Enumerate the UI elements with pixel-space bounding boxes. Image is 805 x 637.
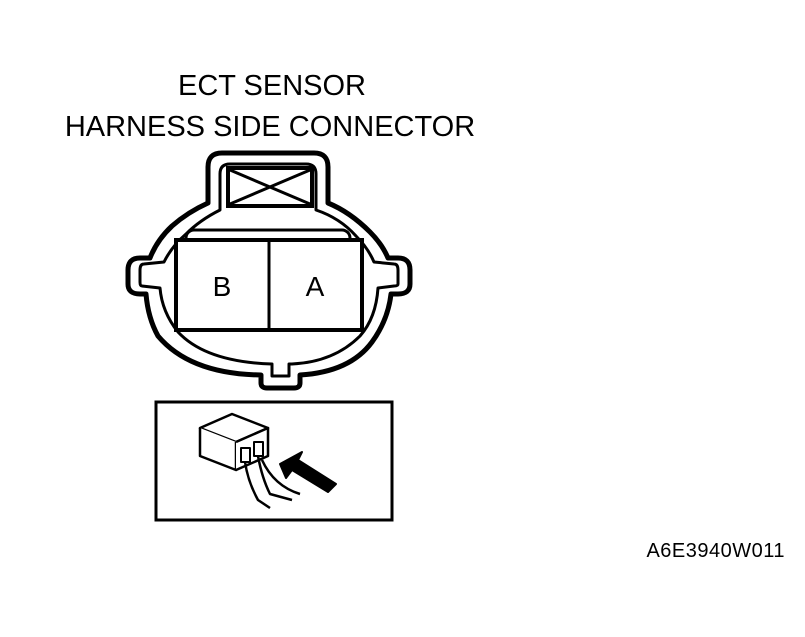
title-line-2: HARNESS SIDE CONNECTOR [64, 111, 476, 143]
terminal-label-a: A [305, 271, 325, 302]
connector-housing-outer [125, 150, 413, 391]
inset-arrow-icon [279, 451, 337, 493]
locking-tab [226, 166, 314, 208]
terminal-label-b: B [212, 271, 232, 302]
connector-housing-inner [138, 162, 400, 378]
title-line-1: ECT SENSOR [177, 70, 366, 102]
inset-view-box [154, 400, 394, 522]
figure-code: A6E3940W011 [646, 540, 785, 562]
inset-connector-icon [198, 412, 301, 510]
